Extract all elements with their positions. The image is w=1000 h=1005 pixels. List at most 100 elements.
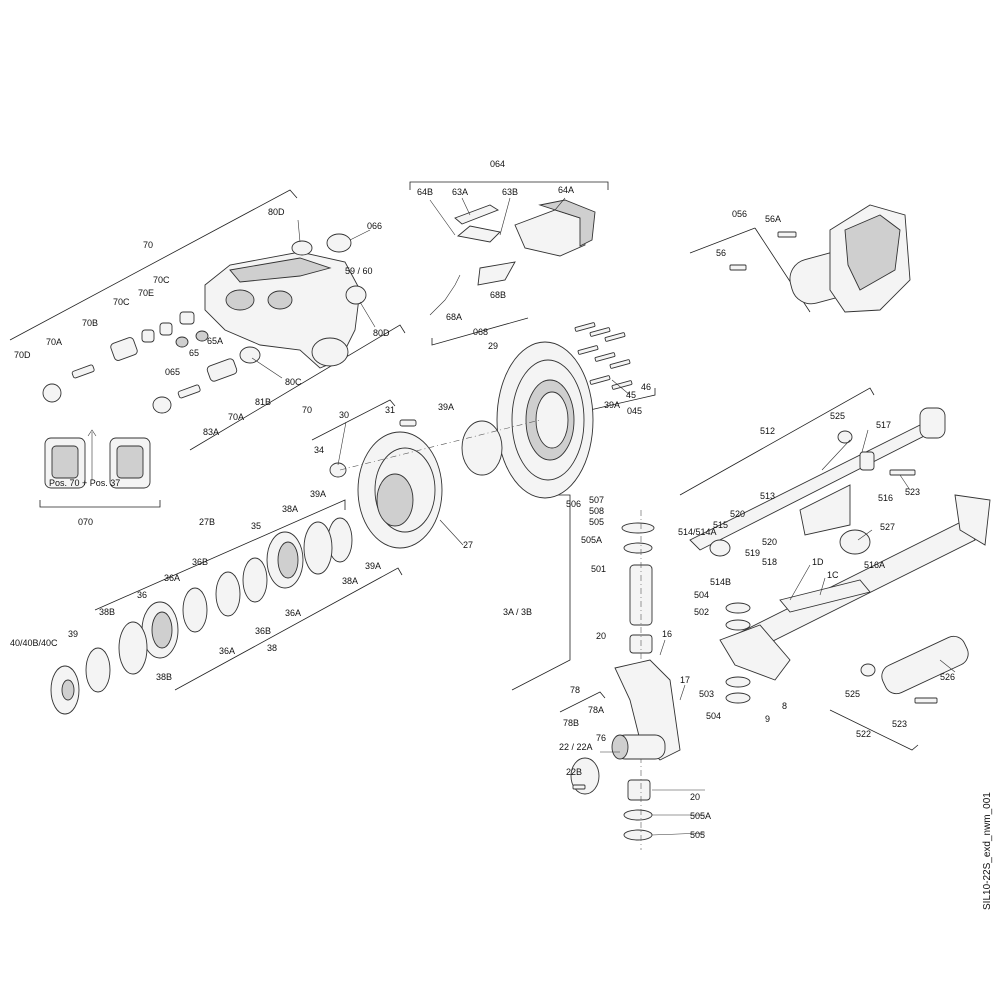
label-064: 064	[490, 159, 505, 169]
label-505-low: 505	[690, 830, 705, 840]
label-78: 78	[570, 685, 580, 695]
label-523-top: 523	[905, 487, 920, 497]
label-16: 16	[662, 629, 672, 639]
label-76: 76	[596, 733, 606, 743]
label-065: 065	[165, 367, 180, 377]
label-523-low: 523	[892, 719, 907, 729]
label-68B: 68B	[490, 290, 506, 300]
label-045: 045	[627, 406, 642, 416]
bracket-070	[39, 500, 161, 508]
label-520-b: 520	[762, 537, 777, 547]
label-506: 506	[566, 499, 581, 509]
label-514: 514/514A	[678, 527, 717, 537]
label-525-low: 525	[845, 689, 860, 699]
bearing-parts	[50, 517, 353, 715]
label-36A-a: 36A	[164, 573, 180, 583]
label-068: 068	[473, 327, 488, 337]
label-70D: 70D	[14, 350, 31, 360]
label-39: 39	[68, 629, 78, 639]
label-515: 515	[713, 520, 728, 530]
brake-disc	[496, 341, 594, 499]
label-20-top: 20	[596, 631, 606, 641]
label-27B: 27B	[199, 517, 215, 527]
label-70E: 70E	[138, 288, 154, 298]
bracket-27B	[94, 499, 346, 611]
label-38B-b: 38B	[156, 672, 172, 682]
bracket-068	[431, 317, 529, 346]
drawing-id: SIL10-22S_exd_nwm_001	[982, 792, 993, 910]
group-brackets	[9, 181, 919, 751]
label-63A: 63A	[452, 187, 468, 197]
label-516: 516	[878, 493, 893, 503]
label-68A: 68A	[446, 312, 462, 322]
brake-pads	[429, 199, 596, 316]
label-27: 27	[463, 540, 473, 550]
label-36A-c: 36A	[219, 646, 235, 656]
label-8: 8	[782, 701, 787, 711]
bracket-045	[589, 388, 656, 411]
label-520-a: 520	[730, 509, 745, 519]
label-36: 36	[137, 590, 147, 600]
label-9: 9	[765, 714, 770, 724]
label-508: 508	[589, 506, 604, 516]
label-502: 502	[694, 607, 709, 617]
label-504-top: 504	[694, 590, 709, 600]
label-70-bottom: 70	[302, 405, 312, 415]
label-501: 501	[591, 564, 606, 574]
label-65: 65	[189, 348, 199, 358]
label-36A-b: 36A	[285, 608, 301, 618]
inset-caption: Pos. 70 + Pos. 37	[49, 478, 120, 488]
label-513: 513	[760, 491, 775, 501]
bracket-30	[311, 399, 396, 441]
label-505A-low: 505A	[690, 811, 711, 821]
label-1D: 1D	[812, 557, 824, 567]
label-516A: 516A	[864, 560, 885, 570]
label-38B-a: 38B	[99, 607, 115, 617]
axle-beam	[719, 494, 991, 681]
label-46: 46	[641, 382, 651, 392]
label-39A-top: 39A	[438, 402, 454, 412]
label-20-low: 20	[690, 792, 700, 802]
label-39A-mid: 39A	[310, 489, 326, 499]
label-38A-low: 38A	[342, 576, 358, 586]
label-38A-top: 38A	[282, 504, 298, 514]
caliper-small-parts	[42, 233, 367, 414]
label-59-60: 59 / 60	[345, 266, 373, 276]
label-80D-right: 80D	[373, 328, 390, 338]
label-70A-bot: 70A	[228, 412, 244, 422]
label-36B-a: 36B	[192, 557, 208, 567]
bracket-064	[409, 181, 609, 190]
label-56: 56	[716, 248, 726, 258]
label-70: 70	[143, 240, 153, 250]
label-1C: 1C	[827, 570, 839, 580]
label-70B: 70B	[82, 318, 98, 328]
label-526: 526	[940, 672, 955, 682]
label-65A: 65A	[207, 336, 223, 346]
label-505A-top: 505A	[581, 535, 602, 545]
label-38: 38	[267, 643, 277, 653]
label-503: 503	[699, 689, 714, 699]
wheel-hub	[329, 419, 541, 549]
label-066: 066	[367, 221, 382, 231]
bracket-056	[689, 227, 756, 254]
bracket-70	[9, 189, 298, 341]
label-70A-top: 70A	[46, 337, 62, 347]
label-22B: 22B	[566, 767, 582, 777]
label-31: 31	[385, 405, 395, 415]
label-80D-top: 80D	[268, 207, 285, 217]
label-504-low: 504	[706, 711, 721, 721]
bracket-38	[174, 567, 403, 691]
label-527: 527	[880, 522, 895, 532]
label-518: 518	[762, 557, 777, 567]
caliper-housing	[204, 251, 361, 369]
label-81B: 81B	[255, 397, 271, 407]
label-29: 29	[488, 341, 498, 351]
bracket-78	[559, 691, 606, 713]
caliper-056	[729, 204, 911, 313]
bracket-522	[829, 709, 919, 751]
label-64A: 64A	[558, 185, 574, 195]
label-78A: 78A	[588, 705, 604, 715]
inset-070	[44, 429, 151, 489]
